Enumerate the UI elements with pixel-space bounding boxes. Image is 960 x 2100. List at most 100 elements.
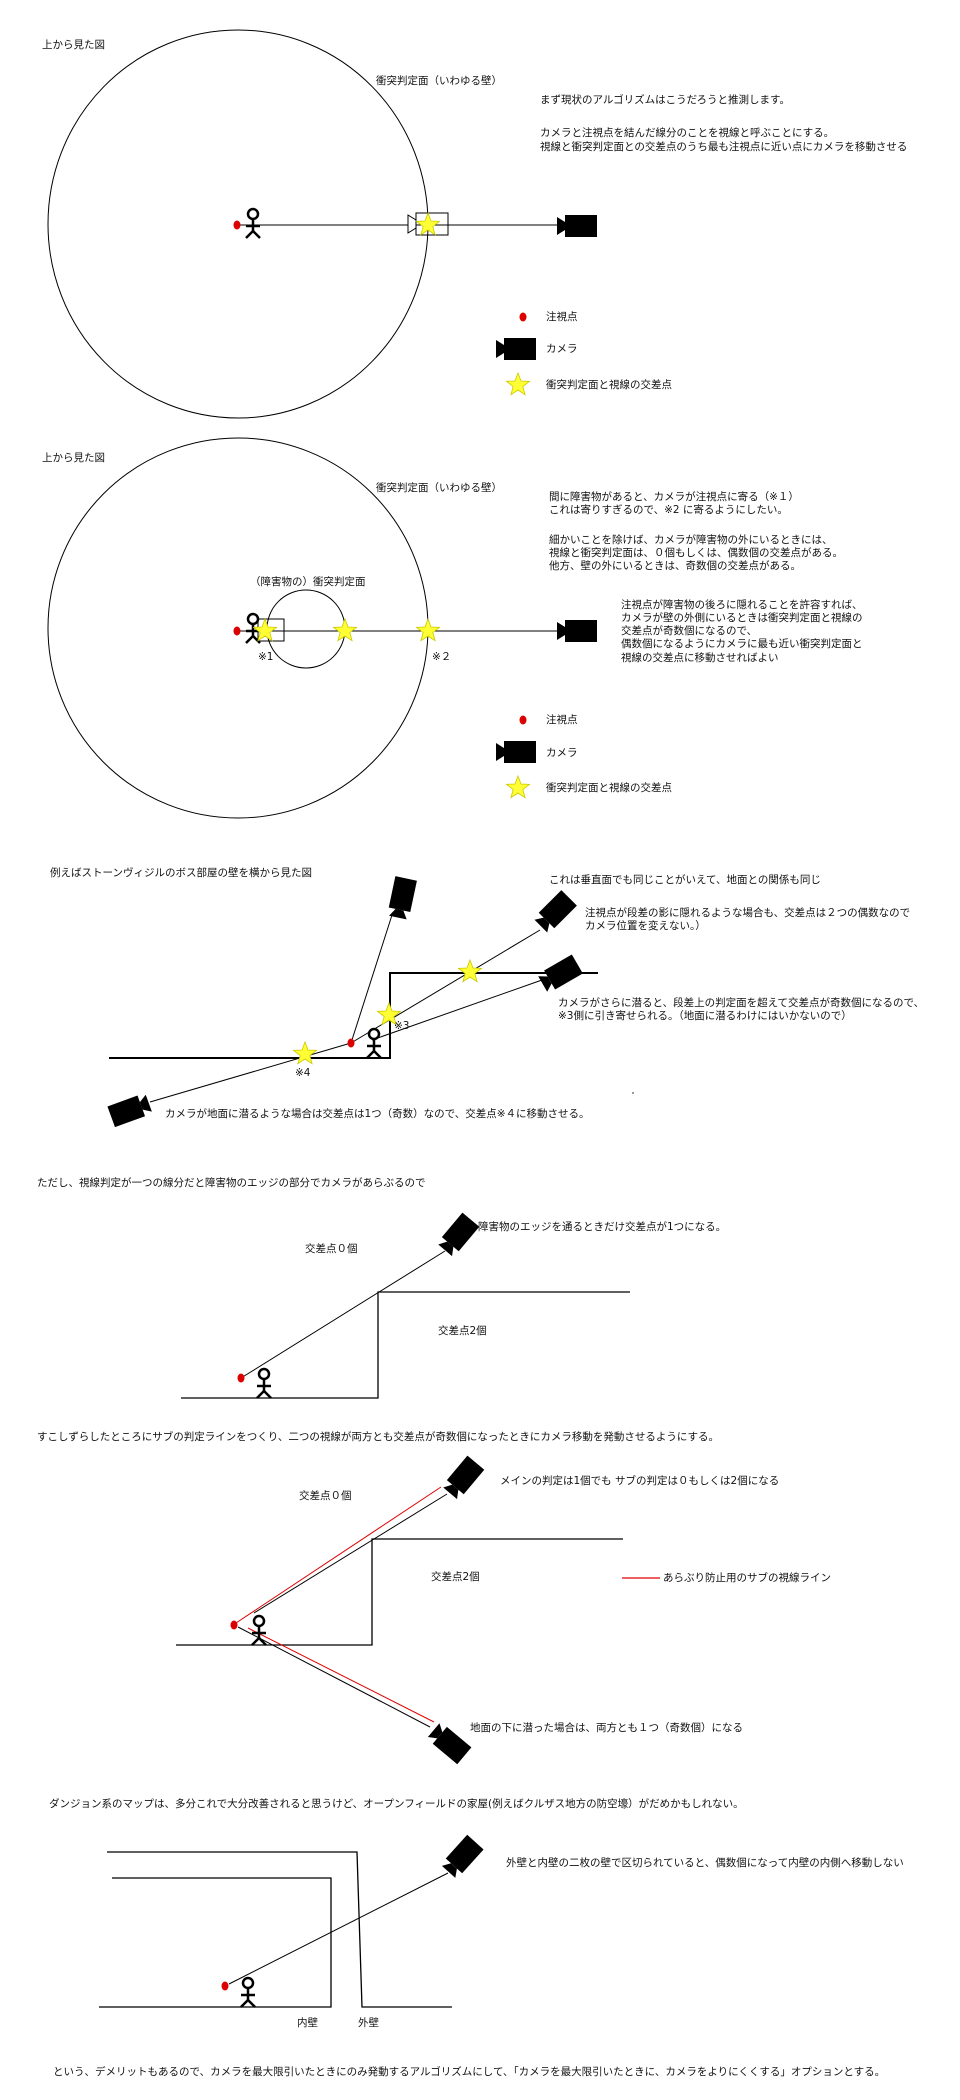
legend: 注視点 カメラ 衝突判定面と視線の交差点 [496, 713, 672, 799]
wall-label: 衝突判定面（いわゆる壁） [376, 74, 502, 87]
para-line: これは寄りすぎるので、※2 に寄るようにしたい。 [549, 503, 788, 516]
para-line: 他方、壁の外にいるときは、奇数個の交差点がある。 [549, 559, 801, 572]
camera-icon [496, 741, 536, 763]
legend-camera: カメラ [546, 747, 578, 759]
diagram-sub-line: すこしずらしたところにサブの判定ラインをつくり、二つの視線が両方とも交差点が奇数… [37, 1430, 831, 1765]
legend: 注視点 カメラ 衝突判定面と視線の交差点 [496, 310, 672, 396]
note-marker: ※２ [432, 651, 451, 663]
outer-wall-label: 外壁 [358, 2016, 379, 2029]
sight-line [228, 1872, 449, 1985]
camera-icon [440, 1834, 484, 1880]
zero-intersections-label: 交差点０個 [305, 1242, 358, 1255]
intro-text: ダンジョン系のマップは、多分これで大分改善されると思うけど、オープンフィールドの… [49, 1797, 744, 1810]
diagram-top-view-1: 上から見た図 衝突判定面（いわゆる壁） まず現状のアルゴリズムはこうだろうと推測… [42, 29, 907, 419]
para-line: 視線と衝突判定面は、０個もしくは、偶数個の交差点がある。 [549, 546, 843, 559]
para-line: 注視点が障害物の後ろに隠れることを許容すれば、 [621, 598, 863, 611]
camera-icon [107, 1092, 153, 1128]
note-marker: ※4 [295, 1067, 311, 1079]
inner-wall [99, 1877, 332, 2008]
diagram-top-view-2: 上から見た図 衝突判定面（いわゆる壁） 間に障害物があると、カメラが注視点に寄る… [42, 437, 863, 819]
gaze-point-icon [230, 1620, 238, 1630]
para-line: これは垂直面でも同じことがいえて、地面との関係も同じ [549, 873, 821, 886]
sub-sight-line [247, 1627, 435, 1723]
legend-sub-line-label: あらぶり防止用のサブの視線ライン [663, 1571, 831, 1584]
ground-step-outline [176, 1538, 623, 1646]
stick-figure-icon [244, 207, 262, 240]
intro-text: まず現状のアルゴリズムはこうだろうと推測します。 [540, 93, 790, 106]
legend-gaze: 注視点 [546, 310, 578, 323]
legend-intersection: 衝突判定面と視線の交差点 [546, 378, 672, 391]
diagram-edge-problem: ただし、視線判定が一つの線分だと障害物のエッジの部分でカメラがあらぶるので 障害… [37, 1176, 726, 1400]
para-line: 視線と衝突判定面との交差点のうち最も注視点に近い点にカメラを移動させる [540, 140, 907, 153]
camera-icon [496, 338, 536, 360]
wall-label: 衝突判定面（いわゆる壁） [376, 481, 502, 494]
gaze-point-icon [519, 312, 527, 322]
inner-wall-label: 内壁 [297, 2016, 318, 2029]
stick-figure-icon [365, 1027, 383, 1060]
outer-wall [107, 1851, 452, 2008]
gaze-point-icon [237, 1373, 245, 1383]
intro-text: すこしずらしたところにサブの判定ラインをつくり、二つの視線が両方とも交差点が奇数… [37, 1430, 719, 1443]
legend-camera: カメラ [546, 343, 578, 355]
camera-icon [557, 215, 597, 237]
para-line: 間に障害物があると、カメラが注視点に寄る（※１） [549, 490, 799, 503]
para-line: 視線の交差点に移動させればよい [621, 651, 779, 664]
star-icon [333, 618, 357, 642]
para-line: 交差点が奇数個になるので、 [621, 624, 757, 637]
para-line: カメラと注視点を結んだ線分のことを視線と呼ぶことにする。 [540, 126, 834, 139]
main-note: メインの判定は1個でも サブの判定は０もしくは2個になる [500, 1474, 779, 1487]
camera-icon [426, 1721, 472, 1765]
sight-line [350, 929, 541, 1044]
para-line: 細かいことを除けば、カメラが障害物の外にいるときには、 [549, 533, 833, 546]
gaze-point-icon [233, 626, 241, 636]
para-line: カメラが壁の外側にいるときは衝突判定面と視線の [621, 611, 863, 624]
diagram-title: 上から見た図 [42, 452, 105, 464]
sight-line [240, 1250, 446, 1379]
camera-icon [557, 620, 597, 642]
star-icon [506, 372, 530, 396]
main-sight-line [253, 1493, 448, 1614]
obstacle-label: （障害物の）衝突判定面 [250, 575, 366, 588]
two-intersections-label: 交差点2個 [431, 1570, 480, 1583]
camera-icon [387, 876, 417, 920]
stray-dot [632, 1092, 634, 1094]
double-wall-note: 外壁と内壁の二枚の壁で区切られていると、偶数個になって内壁の内側へ移動しない [506, 1856, 904, 1869]
star-icon [506, 775, 530, 799]
gaze-point-icon [221, 1981, 229, 1991]
note-marker: ※3 [394, 1020, 409, 1032]
conclusion-text: という、デメリットもあるので、カメラを最大限引いたときにのみ発動するアルゴリズム… [53, 2065, 885, 2078]
edge-note: 障害物のエッジを通るときだけ交差点が1つになる。 [478, 1220, 726, 1233]
gaze-point-icon [347, 1038, 355, 1048]
para-line: 偶数個になるようにカメラに最も近い衝突判定面と [621, 637, 863, 650]
legend-intersection: 衝突判定面と視線の交差点 [546, 781, 672, 794]
stick-figure-icon [239, 1976, 257, 2009]
sight-line [371, 979, 543, 1041]
sight-line [149, 1042, 352, 1103]
sub-sight-line [235, 1486, 442, 1624]
para-line: ※3側に引き寄せられる。（地面に潜るわけにはいかないので） [558, 1009, 852, 1022]
para-line: カメラがさらに潜ると、段差上の判定面を超えて交差点が奇数個になるので、 [558, 996, 924, 1009]
star-icon [293, 1041, 317, 1065]
para-line: 注視点が段差の影に隠れるような場合も、交差点は２つの偶数なので [585, 906, 910, 919]
camera-icon [441, 1455, 485, 1501]
intro-text: ただし、視線判定が一つの線分だと障害物のエッジの部分でカメラがあらぶるので [37, 1176, 426, 1189]
star-icon [458, 959, 482, 983]
two-intersections-label: 交差点2個 [438, 1324, 487, 1337]
main-sight-line [237, 1626, 431, 1728]
gaze-point-icon [233, 220, 241, 230]
camera-icon [436, 1212, 480, 1258]
diagram-side-view-step: 例えばストーンヴィジルのボス部屋の壁を横から見た図 これは垂直面でも同じことがい… [50, 866, 924, 1128]
para-line: カメラ位置を変えない。） [585, 919, 706, 932]
diagram-title: 上から見た図 [42, 39, 105, 51]
para-line: カメラが地面に潜るような場合は交差点は1つ（奇数）なので、交差点※４に移動させる… [165, 1107, 590, 1120]
diagram-double-wall: ダンジョン系のマップは、多分これで大分改善されると思うけど、オープンフィールドの… [49, 1797, 904, 2078]
obstacle-circle [266, 589, 346, 669]
diagram-title: 例えばストーンヴィジルのボス部屋の壁を横から見た図 [50, 866, 312, 879]
under-note: 地面の下に潜った場合は、両方とも１つ（奇数個）になる [470, 1721, 743, 1734]
legend-gaze: 注視点 [546, 713, 578, 726]
camera-icon [533, 890, 577, 934]
sight-line [350, 914, 393, 1044]
stick-figure-icon [255, 1367, 273, 1400]
zero-intersections-label: 交差点０個 [299, 1489, 352, 1502]
